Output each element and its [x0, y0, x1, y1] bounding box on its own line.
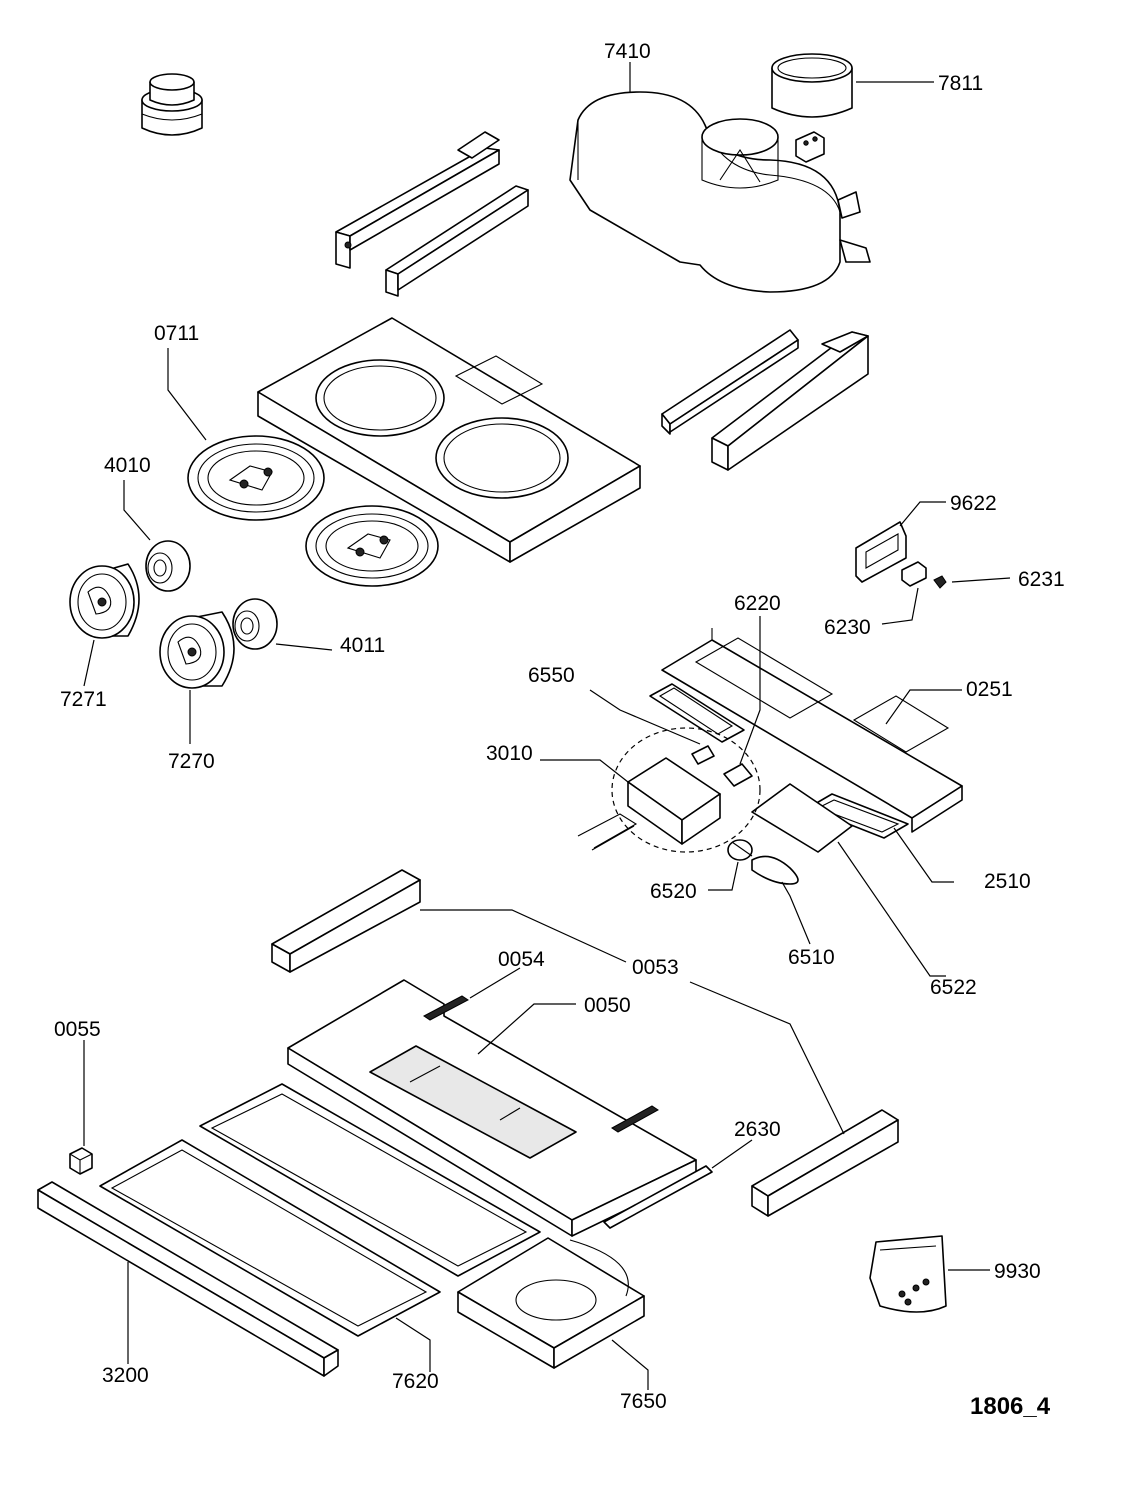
light-bulb-part — [751, 855, 799, 885]
leader-lines — [83, 62, 1011, 1390]
screw-bag-part — [869, 1235, 947, 1313]
label-0055: 0055 — [54, 1018, 101, 1041]
fan-impeller-7270-part — [159, 611, 235, 689]
capacitor-4010-part — [145, 540, 191, 592]
label-7271: 7271 — [60, 688, 107, 711]
label-0711: 0711 — [154, 322, 199, 345]
label-2510: 2510 — [984, 870, 1031, 893]
diagram-code: 1806_4 — [970, 1393, 1051, 1420]
control-box-tray-part — [661, 628, 963, 833]
front-trim-part — [37, 1181, 339, 1377]
side-rail-left-part — [271, 869, 421, 973]
switch-knob-part — [933, 575, 947, 589]
fan-impeller-7271-part — [69, 563, 140, 639]
label-9622: 9622 — [950, 492, 997, 515]
fan-housing-ring-lower-part — [305, 505, 439, 587]
switch-bracket-part — [855, 521, 907, 583]
collar-ring-part — [771, 53, 853, 118]
fan-housing-ring-upper-part — [187, 435, 325, 521]
small-cube-part — [69, 1147, 93, 1175]
label-6520: 6520 — [650, 880, 697, 903]
duct-connector-part — [141, 73, 203, 136]
carbon-filter-box-part — [457, 1237, 645, 1369]
label-3010: 3010 — [486, 742, 533, 765]
label-6220: 6220 — [734, 592, 781, 615]
side-rail-right-part — [751, 1109, 899, 1217]
label-9930: 9930 — [994, 1260, 1041, 1283]
lamp-glass-2510-part — [807, 793, 909, 839]
electronic-box-group — [577, 727, 761, 853]
label-7620: 7620 — [392, 1370, 439, 1393]
slide-switch-part — [901, 561, 927, 587]
label-7410: 7410 — [604, 40, 651, 63]
label-6230: 6230 — [824, 616, 871, 639]
label-0251: 0251 — [966, 678, 1013, 701]
label-6522: 6522 — [930, 976, 977, 999]
lamp-holder-part — [727, 839, 753, 861]
slide-rail-part — [603, 1165, 713, 1229]
lamp-diffuser-6550-part — [649, 683, 745, 743]
label-7811: 7811 — [938, 72, 983, 95]
label-7650: 7650 — [620, 1390, 667, 1413]
label-0054: 0054 — [498, 948, 545, 971]
label-2630: 2630 — [734, 1118, 781, 1141]
label-6231: 6231 — [1018, 568, 1065, 591]
upper-bracket-pair-part — [335, 131, 529, 297]
label-7270: 7270 — [168, 750, 215, 773]
label-4010: 4010 — [104, 454, 151, 477]
terminal-block-part — [795, 131, 825, 163]
capacitor-4011-part — [232, 598, 278, 650]
grease-filter-upper-part — [199, 1083, 541, 1277]
label-0053: 0053 — [632, 956, 679, 979]
label-6550: 6550 — [528, 664, 575, 687]
label-4011: 4011 — [340, 634, 385, 657]
motor-housing-part — [569, 91, 871, 293]
main-chassis-plate-part — [257, 317, 641, 563]
label-6510: 6510 — [788, 946, 835, 969]
label-0050: 0050 — [584, 994, 631, 1017]
label-3200: 3200 — [102, 1364, 149, 1387]
grease-filter-lower-part — [99, 1139, 441, 1337]
bottom-frame-part — [287, 979, 697, 1237]
lower-bracket-pair-part — [661, 329, 869, 471]
reflector-6522-part — [751, 783, 853, 853]
